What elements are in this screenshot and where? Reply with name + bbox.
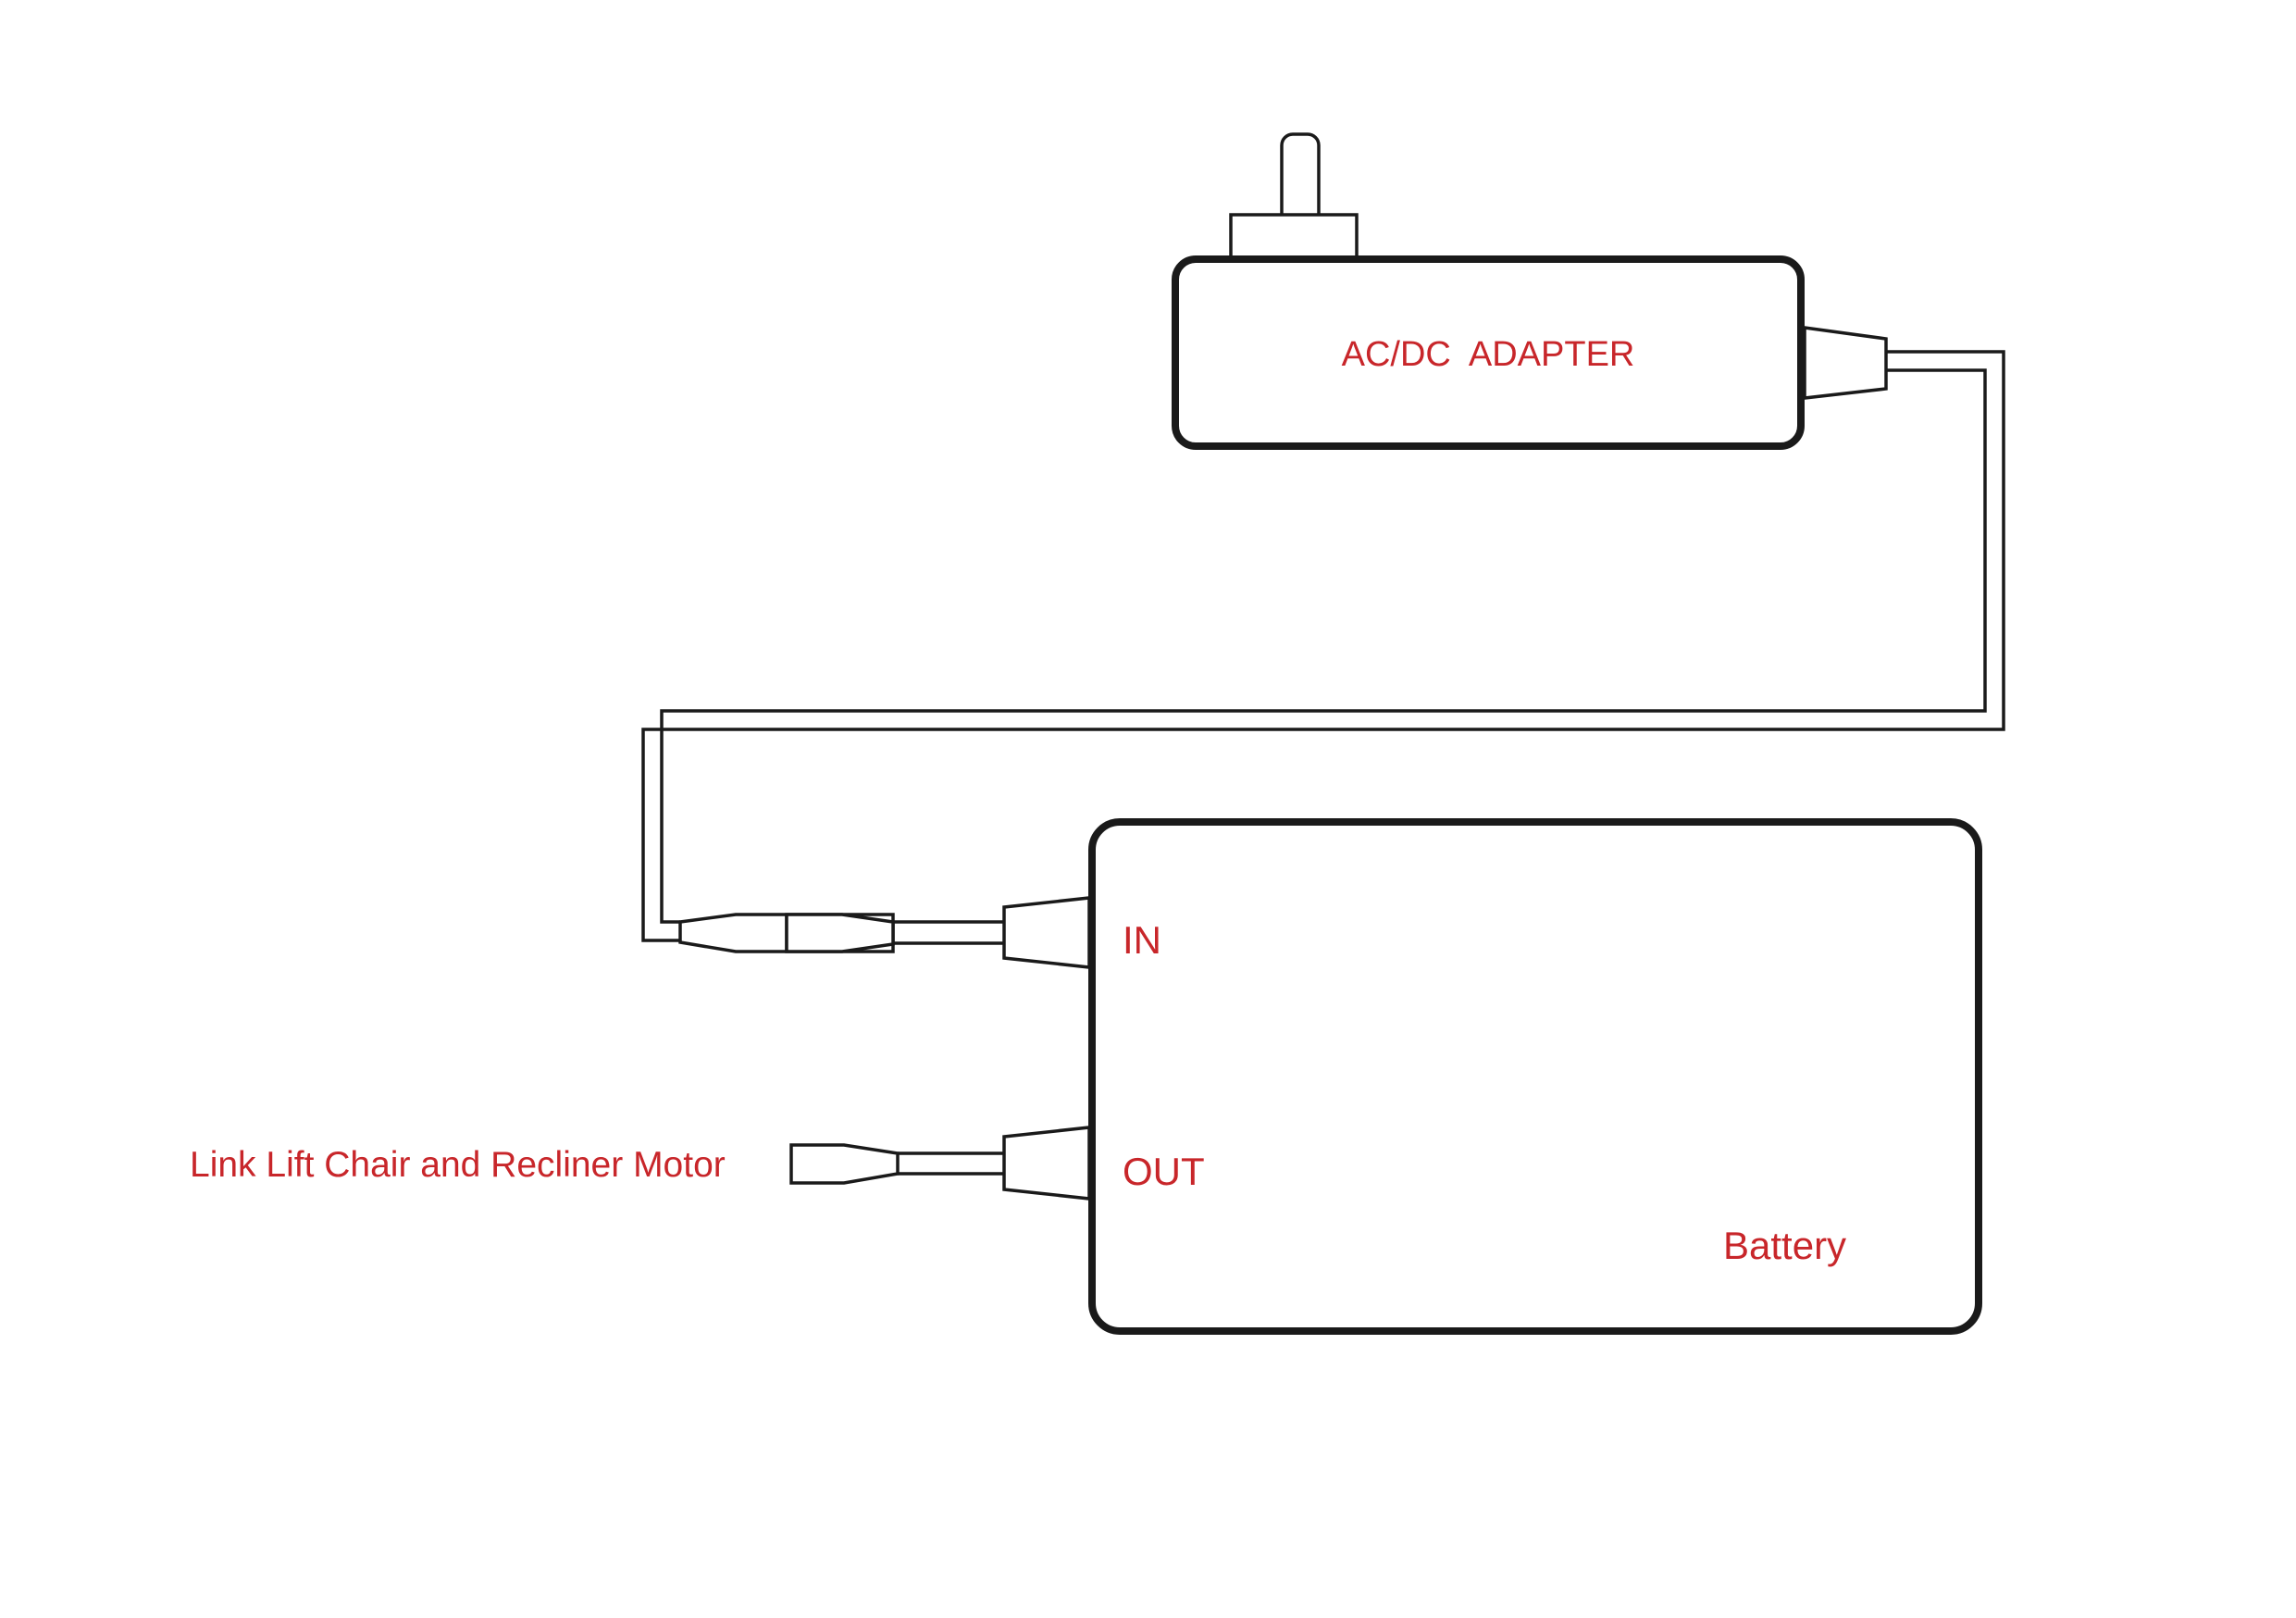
motor-link-label: Link Lift Chair and Recliner Motor [190, 1145, 726, 1185]
adapter-plug-base [1229, 213, 1359, 261]
in-connector-taper [785, 913, 895, 953]
adapter-body [1172, 255, 1805, 450]
adapter-plug-prong [1280, 132, 1321, 229]
motor-plug [789, 1143, 900, 1185]
battery-label: Battery [1723, 1224, 1846, 1267]
battery-body [1088, 818, 1982, 1335]
cable-outer-wire [641, 350, 2005, 942]
battery-in-label: IN [1123, 918, 1161, 962]
battery-out-socket [1002, 1126, 1091, 1201]
adapter-output-connector [1803, 325, 1888, 400]
cable-inner-wire [660, 368, 1987, 924]
ac-dc-adapter: AC/DC ADAPTER [1172, 132, 1888, 450]
battery-in-socket [1002, 896, 1091, 969]
out-lead-to-motor: Link Lift Chair and Recliner Motor [190, 1143, 1004, 1185]
battery: IN OUT Battery [1002, 818, 1982, 1335]
adapter-label: AC/DC ADAPTER [1342, 335, 1635, 374]
in-inline-connector [678, 913, 1004, 953]
adapter-to-battery-cable [641, 350, 2005, 942]
battery-out-label: OUT [1123, 1150, 1205, 1193]
